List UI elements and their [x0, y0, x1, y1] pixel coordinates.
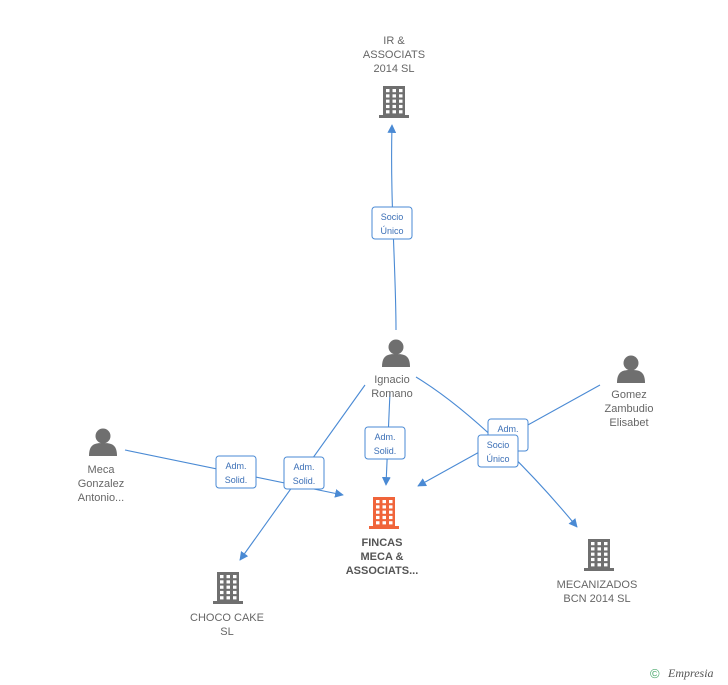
edge-label-line: Único: [380, 226, 403, 236]
brand-logo[interactable]: Empresia: [667, 666, 714, 680]
building-icon: [584, 539, 614, 571]
edge-label-box: [283, 456, 325, 490]
edge-label-line: Solid.: [225, 475, 248, 485]
copyright-symbol: ©: [650, 666, 660, 681]
node-label-line: Elisabet: [609, 417, 648, 429]
edge-label-box: [215, 455, 257, 489]
edge-labels-layer: SocioÚnicoAdm.Solid.Adm.Solid.Adm.Solid.…: [215, 206, 529, 490]
node-label-line: ASSOCIATS...: [346, 565, 419, 577]
node-label-line: BCN 2014 SL: [563, 593, 630, 605]
node-label-line: IR &: [383, 35, 405, 47]
node-label-line: Ignacio: [374, 374, 409, 386]
building-icon: [379, 86, 409, 118]
node-mecanizados[interactable]: MECANIZADOS BCN 2014 SL: [557, 539, 638, 605]
footer: © Empresia: [650, 666, 714, 681]
edge-label-line: Único: [486, 454, 509, 464]
node-choco[interactable]: CHOCO CAKE SL: [190, 572, 264, 638]
edge-label-meca-to-fincas[interactable]: Adm. Solid.: [215, 455, 257, 489]
node-label-line: Gonzalez: [78, 478, 124, 490]
edge-label-line: Socio: [381, 212, 404, 222]
person-icon: [617, 355, 645, 383]
node-label-line: Antonio...: [78, 492, 124, 504]
edge-label-line: Adm.: [225, 461, 246, 471]
edge-label-line: Adm.: [293, 462, 314, 472]
node-label-line: 2014 SL: [374, 63, 415, 75]
node-label-line: CHOCO CAKE: [190, 612, 264, 624]
edge-label-line: Solid.: [374, 446, 397, 456]
node-label-line: Gomez: [611, 389, 646, 401]
edges-layer: [124, 124, 601, 561]
building-icon: [213, 572, 243, 604]
node-label-line: SL: [220, 626, 233, 638]
node-label-line: Romano: [371, 388, 413, 400]
edge-label-line: Socio: [487, 440, 510, 450]
building-icon: [369, 497, 399, 529]
person-icon: [382, 339, 410, 367]
node-label-line: MECANIZADOS: [557, 579, 638, 591]
edge-label-box: [477, 434, 519, 468]
edge-label-line: Adm.: [497, 424, 518, 434]
node-label-line: MECA &: [361, 551, 404, 563]
edge-label-box: [371, 206, 413, 240]
node-fincas[interactable]: FINCAS MECA & ASSOCIATS...: [346, 497, 419, 577]
edge-label-ignacio-to-fincas[interactable]: Adm. Solid.: [364, 426, 406, 460]
edge-label-line: Solid.: [293, 476, 316, 486]
edge-label-box: [364, 426, 406, 460]
node-label-line: FINCAS: [362, 537, 403, 549]
node-label-line: Meca: [88, 464, 116, 476]
node-label-line: ASSOCIATS: [363, 49, 425, 61]
edge-label-line: Adm.: [374, 432, 395, 442]
node-meca[interactable]: MecaGonzalezAntonio...: [78, 428, 124, 505]
edge-label-ignacio-to-choco[interactable]: Adm. Solid.: [283, 456, 325, 490]
node-label-line: Zambudio: [605, 403, 654, 415]
node-ir[interactable]: IR & ASSOCIATS 2014 SL: [363, 35, 425, 118]
person-icon: [89, 428, 117, 456]
